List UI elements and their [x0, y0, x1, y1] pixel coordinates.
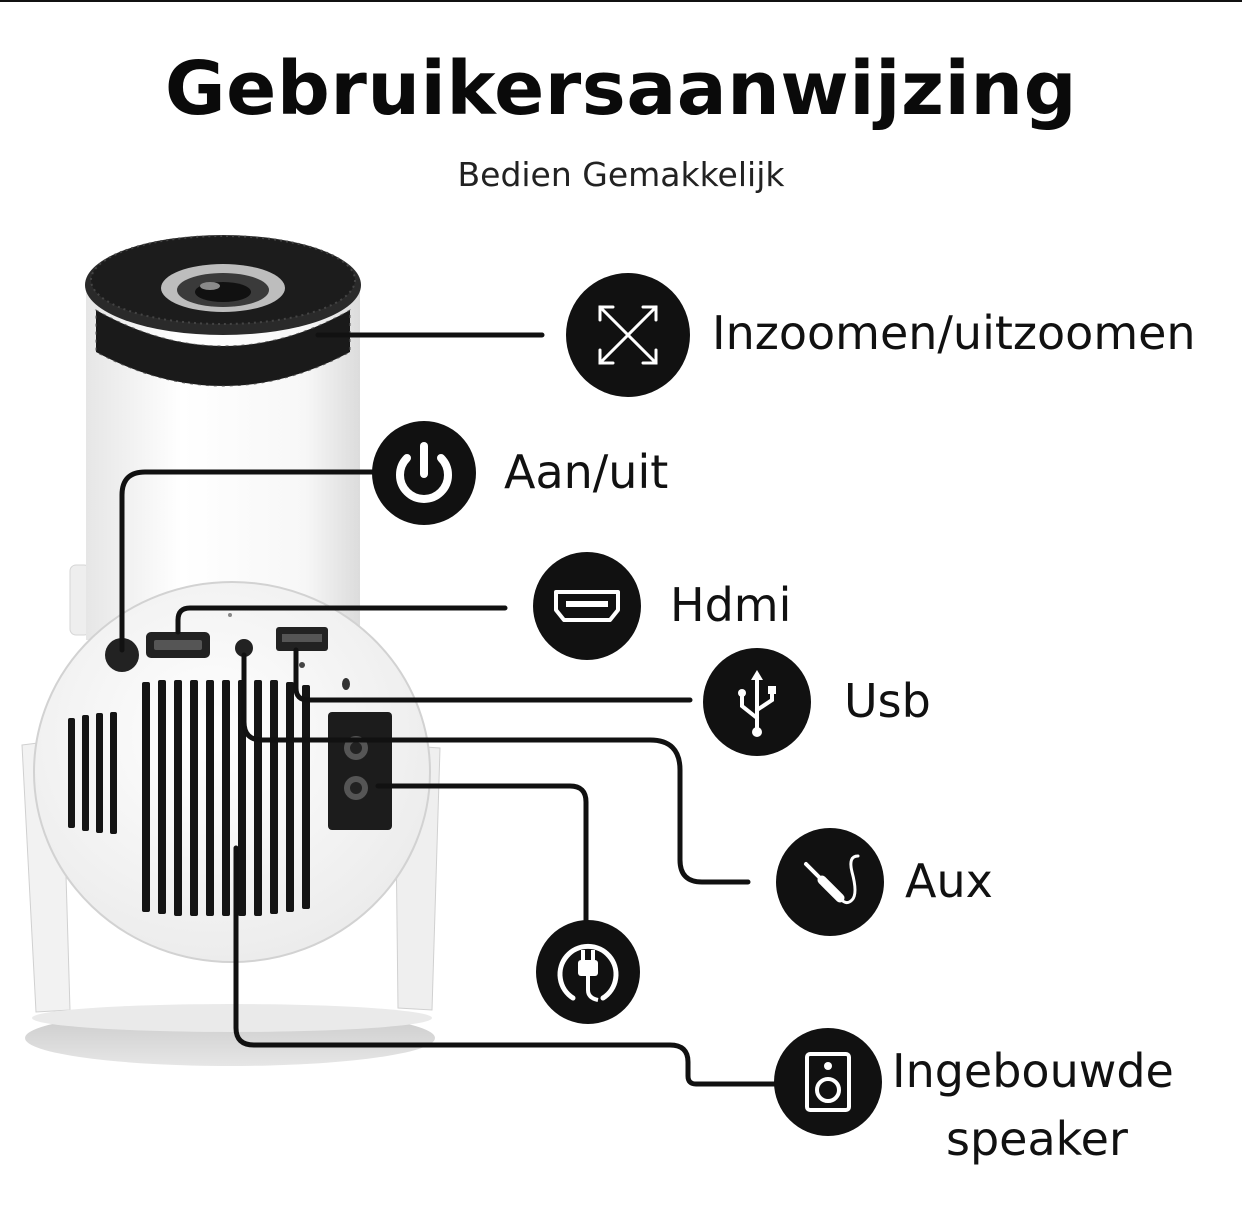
usb-leader	[293, 647, 693, 703]
top-border-line	[0, 0, 1242, 2]
power-leader	[119, 469, 375, 653]
arrows-expand-icon	[566, 273, 690, 397]
aux-leader	[241, 652, 751, 885]
audio-jack-icon	[776, 828, 884, 936]
aux-label: Aux	[905, 854, 993, 908]
usb-label: Usb	[844, 674, 931, 728]
leader-lines	[119, 332, 781, 1087]
zoom-ring	[96, 310, 350, 386]
projector-device	[21, 235, 441, 1066]
rear-face	[33, 581, 431, 963]
page-subtitle: Bedien Gemakkelijk	[457, 155, 785, 194]
vent-grill	[68, 680, 310, 916]
usb-icon	[703, 648, 811, 756]
dc-panel	[328, 712, 392, 830]
power-button	[105, 638, 139, 672]
dc-leader	[375, 783, 589, 925]
power-label: Aan/uit	[504, 445, 669, 499]
page-title: Gebruikersaanwijzing	[164, 46, 1078, 132]
speaker-label-line1: Ingebouwde	[892, 1044, 1174, 1098]
aux-port	[235, 639, 253, 657]
zoom-label: Inzoomen/uitzoomen	[712, 306, 1196, 360]
power-icon	[372, 421, 476, 525]
hdmi-port-icon	[533, 552, 641, 660]
speaker-label-line2: speaker	[946, 1112, 1128, 1166]
hdmi-leader	[175, 605, 508, 635]
speaker-icon	[774, 1028, 882, 1136]
hdmi-label: Hdmi	[670, 578, 792, 632]
speaker-leader	[233, 845, 781, 1087]
power-plug-icon	[536, 920, 640, 1024]
